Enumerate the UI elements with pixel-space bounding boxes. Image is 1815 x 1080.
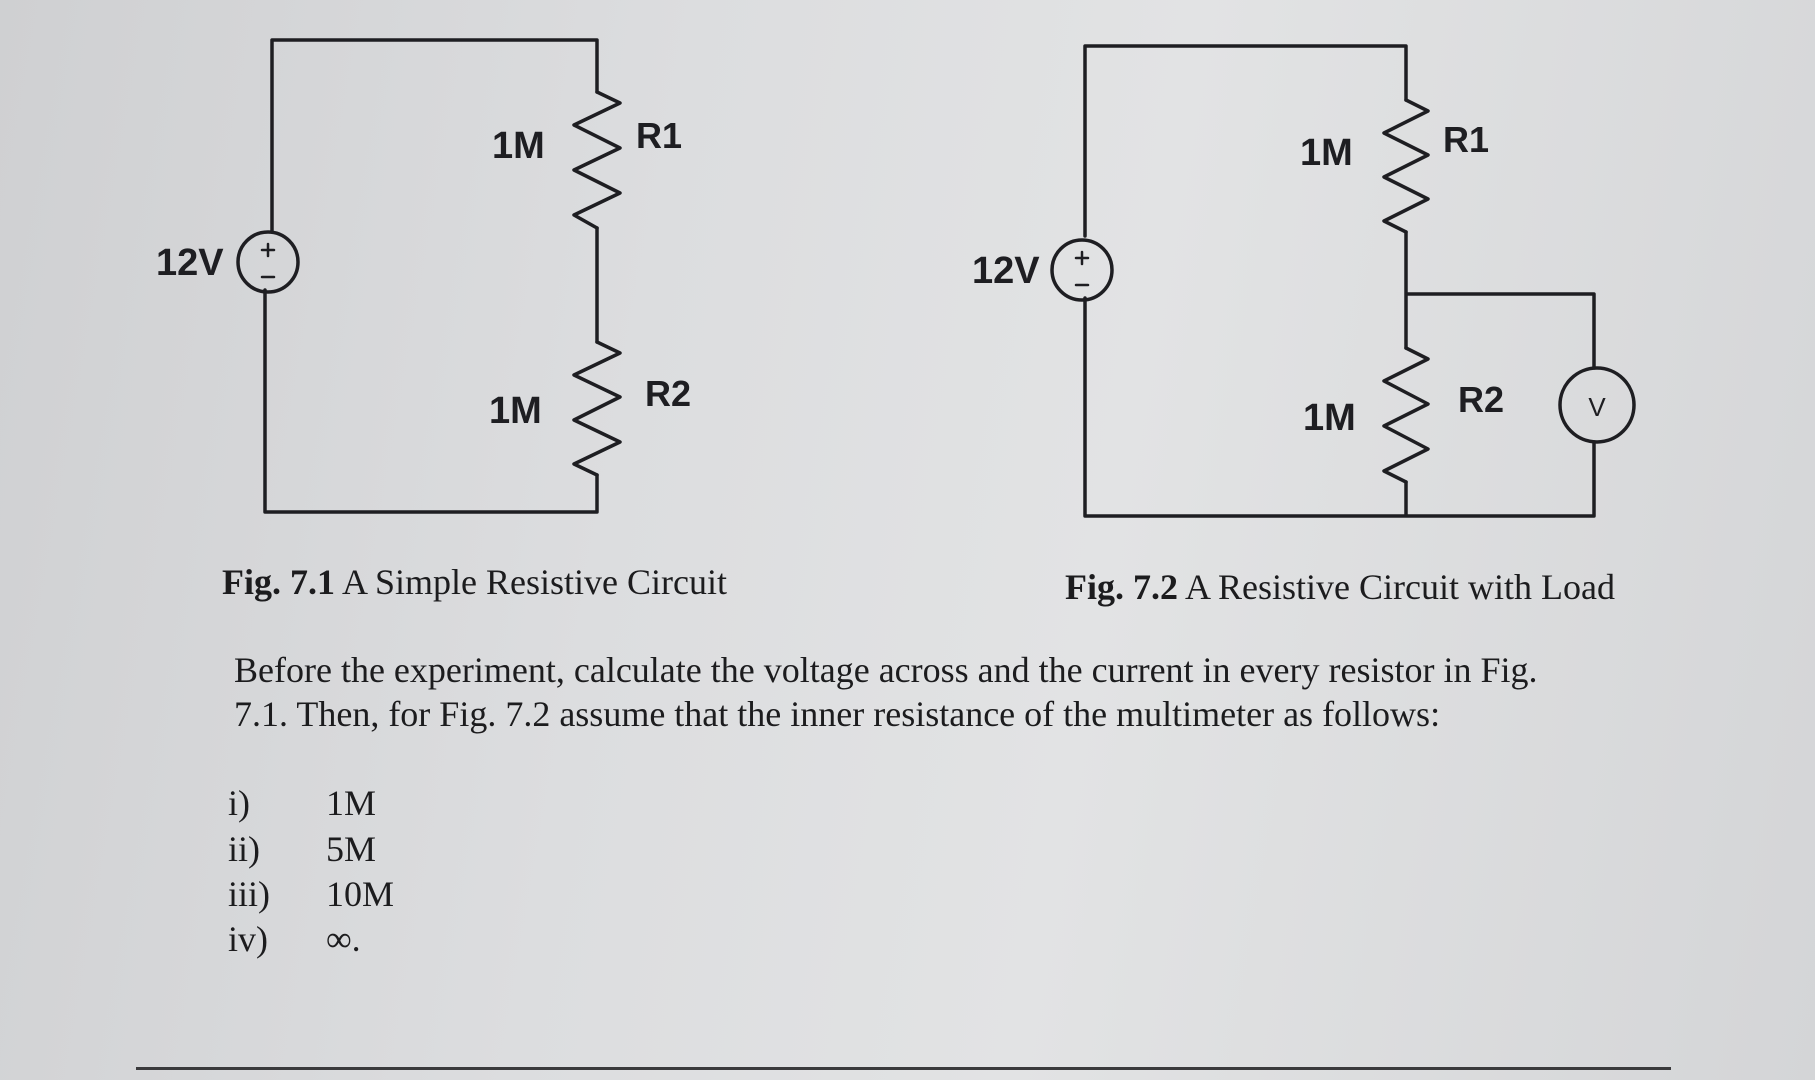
option-number: iv) [228,919,268,959]
fig-7-1-caption-text: A Simple Resistive Circuit [335,562,728,602]
instructions-line-2: 7.1. Then, for Fig. 7.2 assume that the … [234,694,1441,734]
fig-7-1-circuit [236,38,622,514]
fig2-r2-label: R2 [1458,379,1504,420]
fig1-voltage-source [236,230,300,294]
option-value: 5M [326,829,377,869]
fig2-plus-sign [1074,250,1090,266]
fig1-plus-sign [260,242,276,258]
fig1-resistor-r2 [572,340,622,477]
option-number: ii) [228,829,260,869]
option-number: i) [228,783,250,823]
option-value: 10M [326,874,395,914]
option-value: 1M [326,783,377,823]
fig-7-2-caption-number: Fig. 7.2 [1065,567,1178,607]
fig2-voltmeter [1558,366,1636,444]
fig1-wire [263,38,599,514]
fig2-voltage-source [1050,238,1114,302]
fig2-r1-value: 1M [1300,132,1353,174]
fig2-resistor-r2 [1382,346,1430,484]
fig2-resistor-r1 [1382,98,1430,234]
option-value: ∞. [326,919,361,959]
fig-7-1-caption-number: Fig. 7.1 [222,562,335,602]
fig1-r1-value: 1M [492,125,545,167]
fig1-r1-label: R1 [636,115,682,156]
fig2-source-label: 12V [972,250,1040,292]
fig2-r1-label: R1 [1443,119,1489,160]
fig2-voltmeter-label: V [1588,392,1606,422]
instructions-paragraph: Before the experiment, calculate the vol… [234,648,1674,736]
option-number: iii) [228,874,270,914]
fig2-wire [1083,44,1596,518]
circuit-diagrams: 12V 1M R1 1M R2 12V 1M R1 1M R2 V [156,38,1636,518]
fig1-source-label: 12V [156,242,224,284]
fig-7-2-circuit [1050,44,1636,518]
fig-7-2-caption-text: A Resistive Circuit with Load [1178,567,1615,607]
fig1-resistor-r1 [572,90,622,230]
fig-7-1-caption: Fig. 7.1 A Simple Resistive Circuit [222,561,727,603]
fig1-r2-value: 1M [489,390,542,432]
horizontal-divider [136,1067,1671,1070]
fig2-r2-value: 1M [1303,397,1356,439]
fig-7-2-caption: Fig. 7.2 A Resistive Circuit with Load [1065,566,1615,608]
instructions-line-1: Before the experiment, calculate the vol… [234,650,1538,690]
fig1-r2-label: R2 [645,373,691,414]
